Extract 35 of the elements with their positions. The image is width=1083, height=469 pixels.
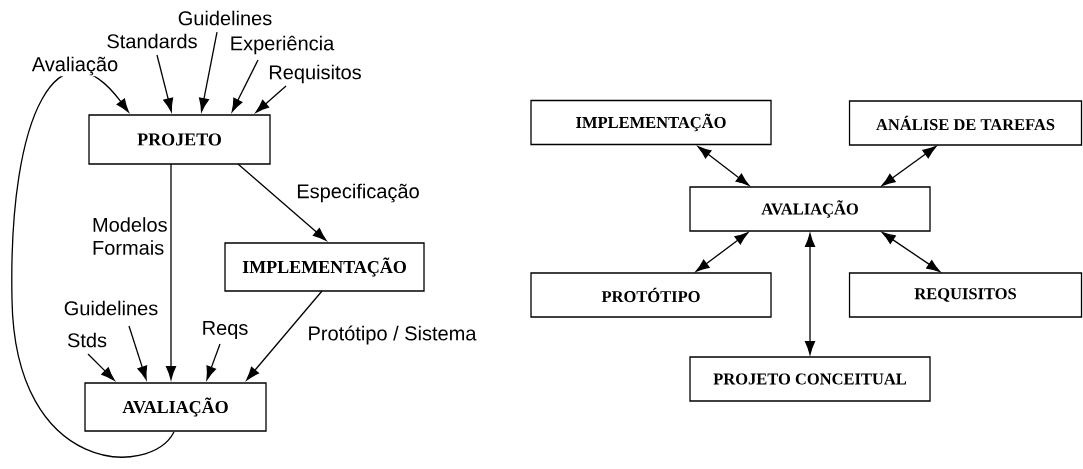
edge-label: Protótipo / Sistema: [306, 324, 478, 346]
arrow: [695, 232, 749, 272]
process-box: REQUISITOS: [848, 272, 1083, 318]
edge-label: Avaliação: [30, 55, 120, 77]
arrow: [804, 233, 816, 355]
input-label: Guidelines: [178, 10, 272, 26]
input-label: Guidelines: [64, 300, 158, 316]
arrow: [246, 290, 323, 381]
process-box: PROJETO: [88, 114, 271, 165]
arrow: [206, 343, 221, 380]
input-label: Stds: [67, 332, 107, 348]
process-box: AVALIAÇÃO: [84, 382, 267, 432]
input-label: Experiência: [231, 35, 335, 55]
process-box: AVALIAÇÃO: [689, 186, 931, 232]
edge-label: Especificação: [295, 182, 421, 204]
input-label: Reqs: [203, 321, 248, 339]
arrow: [697, 146, 750, 186]
arrow: [198, 31, 218, 112]
arrow: [156, 54, 174, 112]
arrow: [237, 163, 327, 241]
process-box: PROTÓTIPO: [530, 272, 772, 318]
input-label: Standards: [107, 33, 197, 49]
arrow: [128, 325, 148, 380]
arrow: [255, 85, 287, 113]
arrow: [231, 59, 259, 113]
arrow: [881, 232, 941, 272]
process-box: ANÁLISE DE TAREFAS: [848, 100, 1083, 146]
arrow: [881, 146, 937, 186]
arrow: [165, 163, 177, 380]
edge-label: Modelos Formais: [91, 216, 167, 256]
arrow: [87, 353, 115, 381]
input-label: Requisitos: [269, 64, 361, 84]
process-box: IMPLEMENTAÇÃO: [224, 242, 425, 292]
process-box: IMPLEMENTAÇÃO: [530, 99, 772, 146]
process-box: PROJETO CONCEITUAL: [689, 356, 931, 402]
